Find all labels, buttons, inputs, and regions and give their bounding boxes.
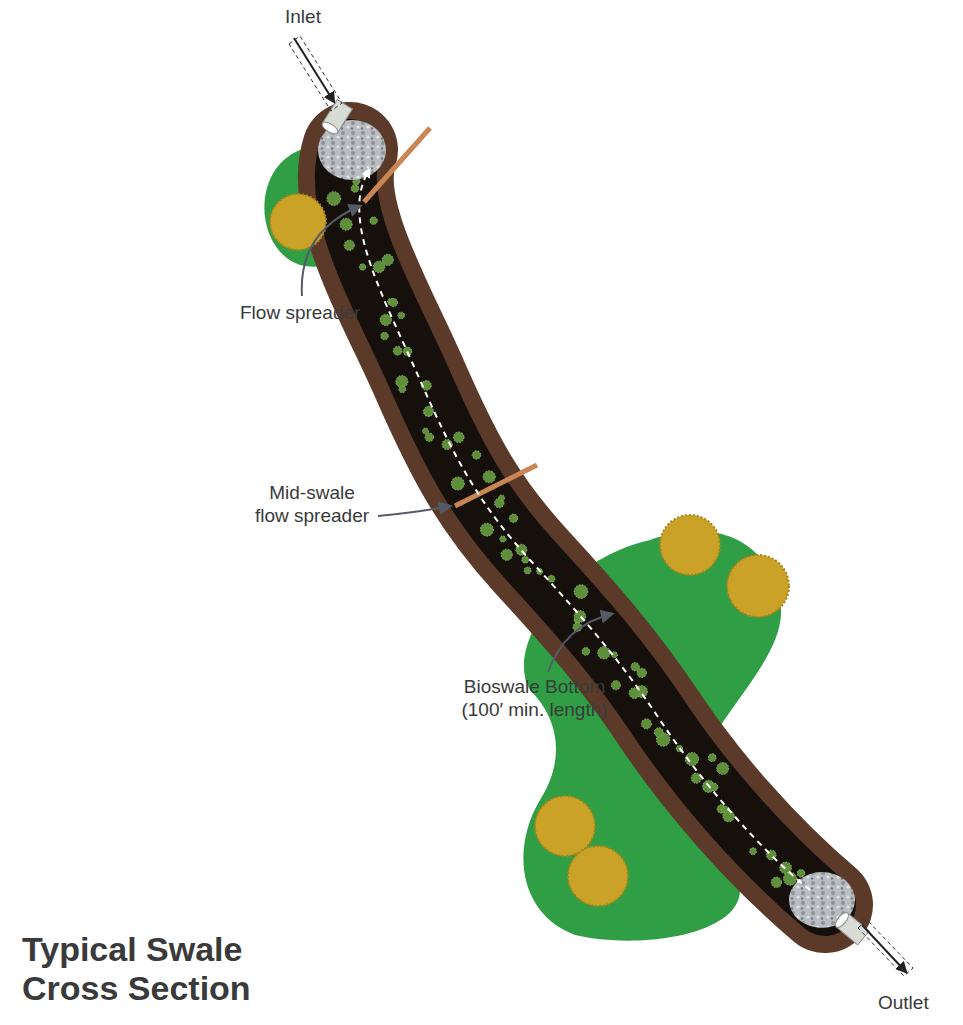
plant [380,314,391,325]
inlet-arrow [294,38,334,102]
plant [327,192,341,206]
shrubs [270,194,789,906]
plant [750,848,757,855]
plant-dots [327,178,805,888]
plant [370,217,377,224]
plant [723,810,734,821]
shrub [660,515,720,575]
plant [641,719,651,729]
flow-path-end [560,600,800,882]
plant [771,877,781,887]
plant [483,471,495,483]
pipe-mouth [833,911,851,930]
inlet-label: Inlet [285,6,321,29]
plant [574,585,588,599]
shrub [270,194,326,250]
plant [389,298,397,306]
leader-line [302,206,360,296]
plant [359,264,365,270]
flow-spreader [364,128,430,202]
plant [637,668,646,677]
outlet-arrow [862,925,906,972]
pipe-sleeve [858,920,913,976]
plant [582,648,590,656]
plant [548,575,555,582]
plant [393,346,402,355]
shrub [568,846,628,906]
part-label: Mid-swale flow spreader [252,482,372,528]
plant [480,523,493,536]
plant [425,433,434,442]
gravel-pad [318,120,386,180]
plant [708,754,716,762]
plant [524,567,531,574]
plant [381,332,388,339]
plant [501,549,512,560]
plant [399,386,406,393]
plant [340,218,352,230]
part-label: Bioswale Bottom (100′ min. length) [452,676,617,722]
leader-line [548,614,612,672]
swale-bank [346,150,825,905]
part-label: Flow spreader [240,302,360,325]
diagram-title: Typical Swale Cross Section [22,930,302,1008]
plant [351,185,359,193]
plant [509,514,518,523]
shrub [727,555,789,617]
plant [422,428,428,434]
plant [797,870,804,877]
plant [710,783,718,791]
plant [453,432,464,443]
outlet-label: Outlet [878,992,929,1015]
plant [654,728,663,737]
plant [472,451,481,460]
plant [396,376,408,388]
plant [631,663,639,671]
plant [522,556,529,563]
plant [398,312,405,319]
plant [373,261,385,273]
plant [344,240,354,250]
leader-line [378,506,450,516]
plant [717,763,729,775]
plant [424,406,434,416]
bioswale-bottom [346,150,825,905]
plant [499,495,505,501]
shrub [535,796,595,856]
plant [500,536,506,542]
plant [598,647,610,659]
plant [424,407,433,416]
pipe-mouth [320,120,340,136]
inlet-pipe [320,99,352,136]
mid-swale-flow-spreader [455,465,537,506]
plant [451,477,464,490]
pipe-sleeve [289,36,342,111]
flow-path [359,172,810,890]
plant [611,681,620,690]
